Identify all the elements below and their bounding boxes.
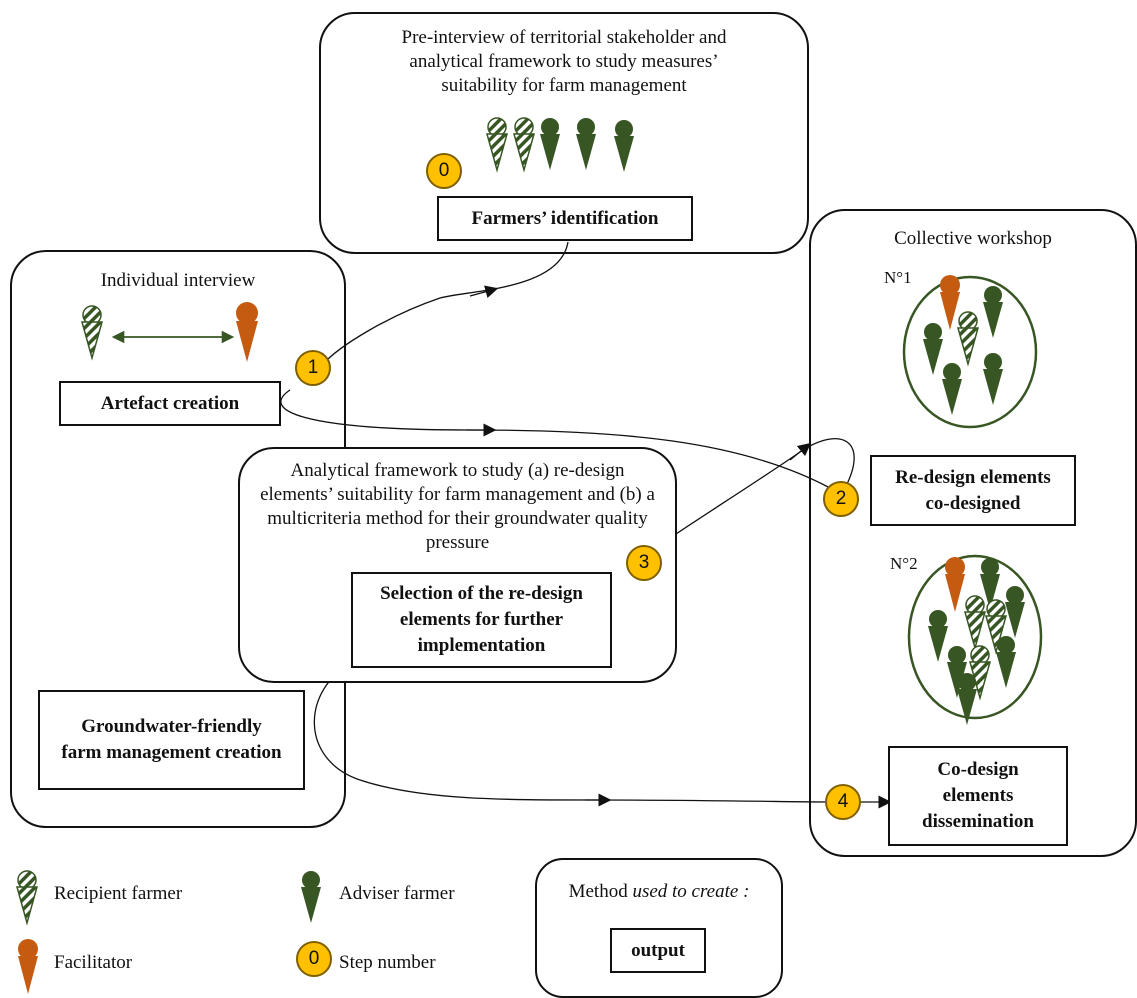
step-0-badge: 0 xyxy=(426,153,462,189)
legend-icons xyxy=(16,870,321,994)
individual-interview-icons xyxy=(81,302,258,362)
flow-connectors xyxy=(280,241,892,809)
step-2-badge: 2 xyxy=(823,481,859,517)
step-1-badge: 1 xyxy=(295,350,331,386)
output-artefact-creation: Artefact creation xyxy=(59,381,281,426)
preinterview-panel: Pre-interview of territorial stakeholder… xyxy=(319,12,809,254)
output-codesign-dissemination: Co-design elements dissemination xyxy=(888,746,1068,846)
individual-interview-title: Individual interview xyxy=(100,270,256,291)
legend-method-italic: used to create : xyxy=(632,881,750,902)
connector-0-to-1 xyxy=(321,241,569,366)
legend-output-box: output xyxy=(610,928,706,973)
legend-facilitator-label: Facilitator xyxy=(54,952,133,973)
output-selection-redesign: Selection of the re-design elements for … xyxy=(351,572,612,668)
workshop-n2-label: N°2 xyxy=(890,554,918,573)
output-farmers-identification: Farmers’ identification xyxy=(437,196,693,241)
legend-step-badge: 0 xyxy=(296,941,332,977)
legend-recipient-label: Recipient farmer xyxy=(54,883,183,904)
output-redesign-co-designed: Re-design elements co-designed xyxy=(870,455,1076,526)
workshop-group-oval-1 xyxy=(902,275,1038,429)
workshop1-participants-icons xyxy=(923,275,1003,415)
step-3-badge: 3 xyxy=(626,545,662,581)
output-groundwater-friendly: Groundwater-friendly farm management cre… xyxy=(38,690,305,790)
legend-method-label: Method used to create : xyxy=(537,880,781,904)
collective-workshop-panel: Collective workshop xyxy=(809,209,1137,857)
legend-step-label: Step number xyxy=(339,952,436,973)
connector-3-to-4 xyxy=(313,659,831,803)
analytical-framework-title: Analytical framework to study (a) re-des… xyxy=(260,460,655,553)
preinterview-farmers-icons xyxy=(486,117,634,173)
step-4-badge: 4 xyxy=(825,784,861,820)
workshop-n1-label: N°1 xyxy=(884,268,912,287)
workshop2-participants-icons xyxy=(928,557,1025,725)
collective-workshop-title: Collective workshop xyxy=(894,228,1052,249)
workshop-group-oval-2 xyxy=(907,554,1043,720)
preinterview-title: Pre-interview of territorial stakeholder… xyxy=(401,27,727,96)
legend-method-prefix: Method xyxy=(568,881,628,902)
legend-adviser-label: Adviser farmer xyxy=(339,883,455,904)
